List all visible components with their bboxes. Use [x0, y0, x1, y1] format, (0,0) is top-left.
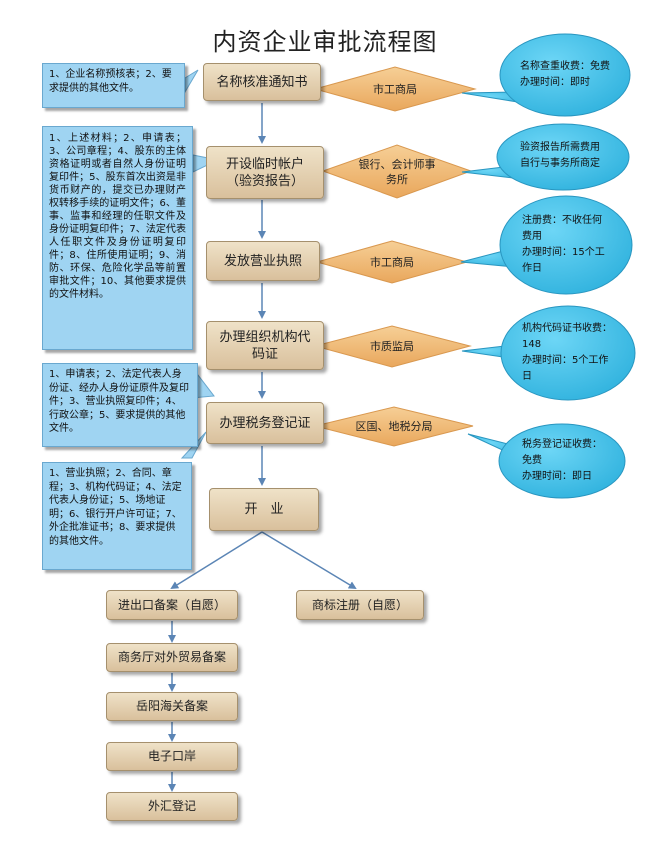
- step-forex-registration: 外汇登记: [106, 792, 238, 821]
- main-flow-arrows: [168, 103, 357, 792]
- agency-diamonds: [313, 66, 477, 447]
- step-temp-account: 开设临时帐户 （验资报告）: [206, 146, 324, 199]
- note-requirements-2: 1、上述材料；2、申请表；3、公司章程；4、股东的主体资格证明或者自然人身份证明…: [42, 126, 193, 350]
- fee-text-5: 税务登记证收费： 免费 办理时间：即日: [522, 439, 602, 482]
- agency-label-3: 市工商局: [370, 255, 414, 269]
- step-electronic-port: 电子口岸: [106, 742, 238, 771]
- fee-text-3: 注册费：不收任何 费用 办理时间：15个工 作日: [522, 215, 605, 274]
- fee-bubble-4: [461, 305, 636, 401]
- fee-bubble-5: [467, 423, 626, 499]
- fee-text-4: 机构代码证书收费： 148 办理时间：5个工作 日: [522, 323, 612, 382]
- agency-label-4: 市质监局: [370, 339, 414, 353]
- note-1-pointer: [184, 69, 199, 94]
- step-open-business: 开 业: [209, 488, 319, 531]
- page-title: 内资企业审批流程图: [212, 28, 438, 56]
- agency-diamond-1: [313, 66, 477, 112]
- agency-label-2: 银行、会计师事 务所: [358, 158, 436, 186]
- fee-bubble-2: [461, 123, 630, 191]
- step-name-approval: 名称核准通知书: [203, 63, 321, 101]
- step-customs-record: 岳阳海关备案: [106, 692, 238, 721]
- step-foreign-trade-record: 商务厅对外贸易备案: [106, 643, 238, 672]
- fee-text-2: 验资报告所需费用 自行与事务所商定: [520, 142, 600, 169]
- fee-bubbles: [460, 33, 636, 499]
- note-requirements-4: 1、营业执照；2、合同、章程；3、机构代码证；4、法定代表人身份证；5、场地证明…: [42, 462, 192, 570]
- arrow-branch-left: [170, 531, 263, 590]
- step-tax-registration: 办理税务登记证: [206, 402, 324, 444]
- fee-bubble-1: [461, 33, 631, 117]
- agency-label-1: 市工商局: [373, 82, 417, 96]
- agency-label-5: 区国、地税分局: [355, 419, 433, 433]
- agency-diamond-4: [313, 325, 472, 368]
- step-business-license: 发放营业执照: [206, 241, 320, 281]
- note-requirements-3: 1、申请表；2、法定代表人身份证、经办人身份证原件及复印件；3、营业执照复印件；…: [42, 363, 198, 447]
- arrow-branch-right: [261, 531, 357, 590]
- step-trademark-registration: 商标注册（自愿）: [296, 590, 424, 620]
- step-org-code: 办理组织机构代 码证: [206, 321, 324, 370]
- note-requirements-1: 1、企业名称预核表；2、要求提供的其他文件。: [42, 63, 185, 108]
- fee-bubble-3: [460, 195, 633, 295]
- step-import-export-record: 进出口备案（自愿）: [106, 590, 238, 620]
- agency-diamond-5: [314, 406, 474, 447]
- fee-text-1: 名称查重收费：免费 办理时间：即时: [520, 61, 610, 88]
